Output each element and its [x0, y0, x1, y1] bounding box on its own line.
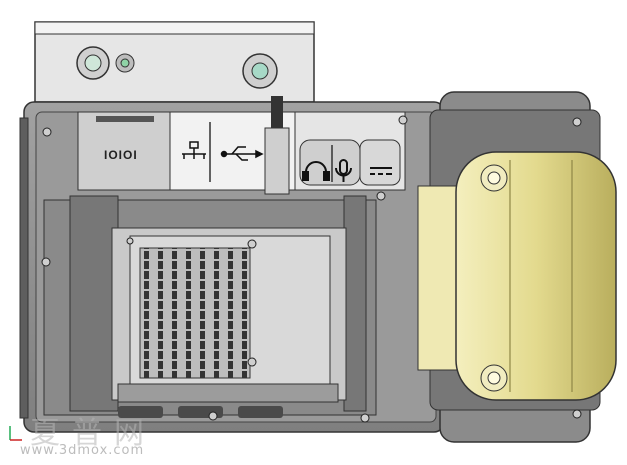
network-icon	[182, 141, 206, 159]
drive-bay	[43, 195, 377, 418]
axis-triad-icon	[9, 426, 22, 441]
screw-icons	[41, 115, 582, 423]
usb-icon	[220, 146, 264, 161]
microphone-icon	[335, 159, 352, 182]
headphone-icon	[302, 161, 330, 181]
serial-port-label: IOIOI	[104, 148, 138, 162]
printer-roller	[417, 151, 617, 401]
top-connector-block	[34, 21, 315, 103]
watermark-url: www.3dmox.com	[20, 443, 145, 458]
watermark-site-name: 夏普网	[30, 416, 156, 451]
dc-power-icon	[370, 167, 392, 175]
